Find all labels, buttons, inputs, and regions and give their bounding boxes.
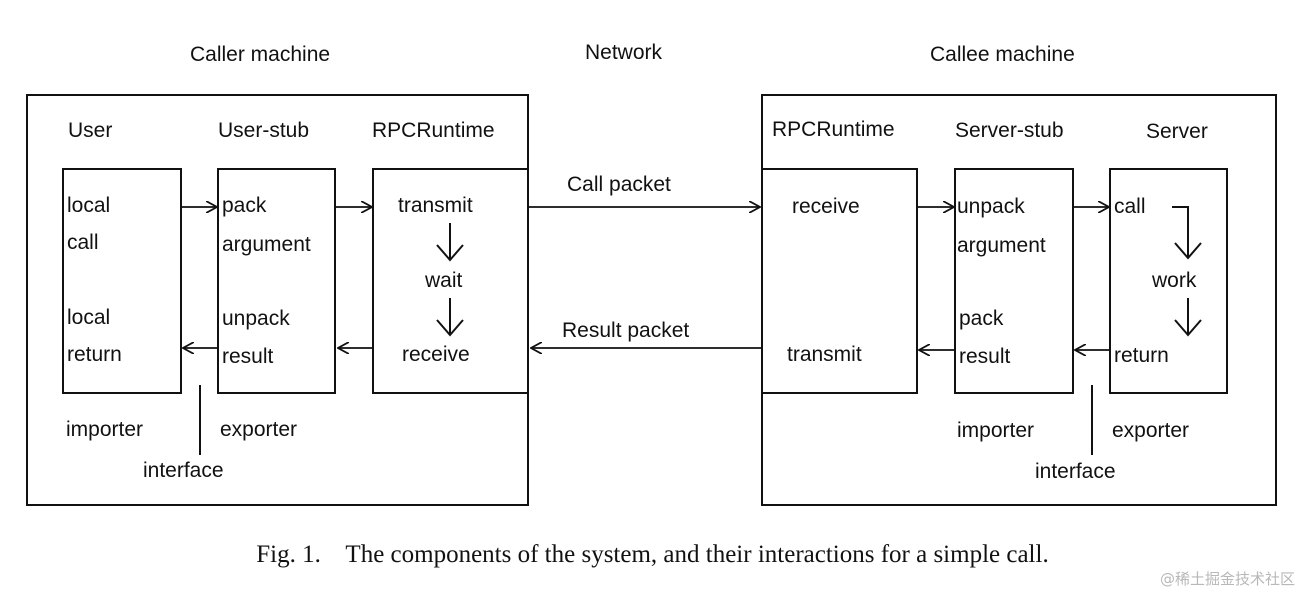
server-stub-box	[954, 168, 1074, 394]
user-stub-line-argument: argument	[222, 233, 311, 256]
callee-machine-frame	[761, 94, 1277, 506]
user-line-local-call-1: local	[67, 194, 111, 217]
caller-exporter-label: exporter	[220, 418, 298, 441]
caller-machine-title: Caller machine	[190, 43, 331, 66]
user-line-local-return-1: local	[67, 306, 111, 329]
callee-runtime-line-receive: receive	[792, 195, 860, 218]
user-header: User	[68, 119, 113, 142]
callee-rpcruntime-header: RPCRuntime	[772, 118, 895, 141]
network-title: Network	[585, 41, 663, 64]
server-box	[1109, 168, 1228, 394]
call-packet-label: Call packet	[567, 173, 671, 196]
caller-interface-label: interface	[143, 459, 224, 482]
server-stub-line-argument: argument	[957, 234, 1046, 257]
server-line-return: return	[1114, 344, 1169, 367]
caller-rpcruntime-header: RPCRuntime	[372, 119, 495, 142]
arrow-call-to-work	[1172, 206, 1189, 258]
server-stub-line-pack: pack	[959, 307, 1004, 330]
caller-importer-label: importer	[66, 418, 144, 441]
server-line-call: call	[1114, 195, 1146, 218]
callee-interface-label: interface	[1035, 460, 1116, 483]
caller-runtime-line-transmit: transmit	[398, 194, 473, 217]
watermark: @稀土掘金技术社区	[1159, 570, 1295, 588]
user-stub-line-unpack: unpack	[222, 307, 290, 330]
user-line-local-return-2: return	[67, 343, 122, 366]
callee-importer-label: importer	[957, 419, 1035, 442]
server-stub-header: Server-stub	[955, 119, 1064, 142]
callee-machine-title: Callee machine	[930, 43, 1075, 66]
callee-exporter-label: exporter	[1112, 419, 1190, 442]
caller-runtime-line-receive: receive	[402, 343, 470, 366]
user-stub-line-result: result	[222, 345, 274, 368]
callee-rpcruntime-box	[761, 168, 918, 394]
caller-machine-frame	[26, 94, 529, 506]
user-box	[62, 168, 182, 394]
user-stub-line-pack: pack	[222, 194, 267, 217]
figure-caption: Fig. 1. The components of the system, an…	[256, 541, 1049, 568]
callee-runtime-line-transmit: transmit	[787, 343, 862, 366]
server-stub-line-unpack: unpack	[957, 195, 1025, 218]
server-line-work: work	[1152, 269, 1197, 292]
caller-rpcruntime-box	[372, 168, 529, 394]
server-stub-line-result: result	[959, 345, 1011, 368]
caller-runtime-line-wait: wait	[425, 269, 463, 292]
user-stub-box	[217, 168, 336, 394]
server-header: Server	[1146, 120, 1208, 143]
user-line-local-call-2: call	[67, 231, 99, 254]
result-packet-label: Result packet	[562, 319, 690, 342]
user-stub-header: User-stub	[218, 119, 310, 142]
